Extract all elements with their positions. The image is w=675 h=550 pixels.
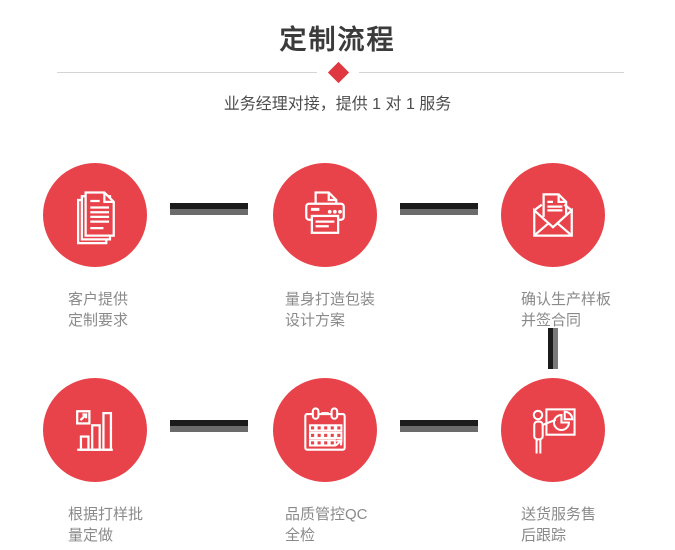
connector-vertical — [548, 328, 558, 369]
envelope-icon — [533, 193, 573, 237]
step-circle — [273, 378, 377, 482]
step-label: 确认生产样板 并签合同 — [521, 291, 612, 329]
connector-horizontal — [400, 420, 478, 432]
step-circle — [501, 378, 605, 482]
step-quality-control: 品质管控QC 全检 — [273, 378, 423, 546]
step-circle — [273, 163, 377, 267]
step-packaging-design: 量身打造包装 设计方案 — [273, 163, 423, 331]
connector-horizontal — [170, 203, 248, 215]
step-customer-requirements: 客户提供 定制要求 — [43, 163, 193, 331]
step-label: 品质管控QC 全检 — [285, 506, 368, 544]
subtitle: 业务经理对接，提供 1 对 1 服务 — [223, 96, 452, 113]
step-circle — [43, 163, 147, 267]
presentation-icon — [532, 408, 576, 454]
documents-icon — [77, 191, 115, 245]
step-circle — [43, 378, 147, 482]
step-confirm-sample-contract: 确认生产样板 并签合同 — [501, 163, 651, 331]
calendar-icon — [304, 407, 346, 451]
page-title: 定制流程 — [279, 25, 396, 55]
step-label: 送货服务售 后跟踪 — [521, 506, 597, 544]
printer-icon — [305, 191, 345, 234]
step-circle — [501, 163, 605, 267]
bar-chart-icon — [76, 410, 113, 451]
diamond-icon — [327, 61, 349, 84]
step-batch-production: 根据打样批 量定做 — [43, 378, 193, 546]
step-delivery-aftersales: 送货服务售 后跟踪 — [501, 378, 651, 546]
connector-horizontal — [170, 420, 248, 432]
step-label: 根据打样批 量定做 — [68, 506, 144, 544]
step-label: 量身打造包装 设计方案 — [285, 291, 376, 329]
step-label: 客户提供 定制要求 — [68, 291, 129, 329]
diamond-wrap — [317, 61, 359, 84]
connector-horizontal — [400, 203, 478, 215]
